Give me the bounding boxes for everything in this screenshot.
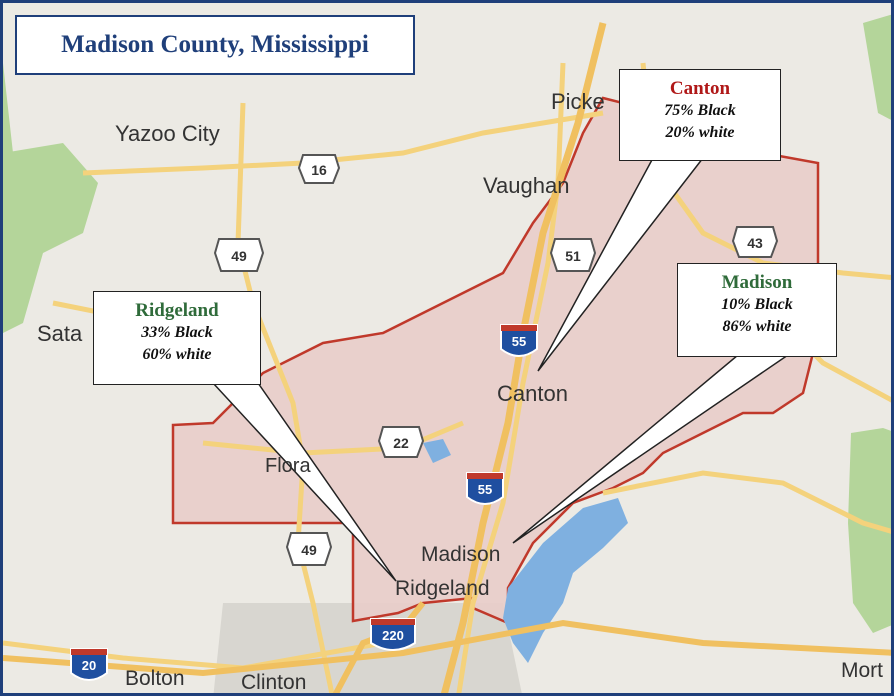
shield-hwy51: 51 <box>549 238 597 272</box>
callout-madison-name: Madison <box>721 272 793 293</box>
svg-text:43: 43 <box>747 235 763 251</box>
svg-text:16: 16 <box>311 162 327 178</box>
callout-madison-black: 10% Black <box>721 296 793 313</box>
map-title-box: Madison County, Mississippi <box>15 15 415 75</box>
shield-hwy49-north: 49 <box>213 238 265 272</box>
callout-canton-white: 20% white <box>665 124 735 141</box>
callout-ridgeland-name: Ridgeland <box>135 300 219 321</box>
interstate-55 <box>440 22 607 693</box>
ross-barnett-reservoir <box>503 498 628 663</box>
svg-text:55: 55 <box>512 334 526 349</box>
shield-i55-south: 55 <box>466 472 504 505</box>
svg-text:55: 55 <box>478 482 492 497</box>
place-label-sata: Sata <box>37 321 83 346</box>
shield-i55-north: 55 <box>500 324 538 357</box>
place-label-madison: Madison <box>421 543 501 566</box>
callout-canton: Canton 75% Black 20% white <box>619 69 781 161</box>
svg-text:22: 22 <box>393 435 409 451</box>
place-label-ridgeland: Ridgeland <box>395 577 490 600</box>
place-label-yazoo-city: Yazoo City <box>115 121 220 146</box>
place-label-pickens: Picke <box>551 89 605 114</box>
shield-hwy43: 43 <box>731 226 779 258</box>
shield-hwy16: 16 <box>297 154 341 184</box>
park-area-east <box>848 428 891 633</box>
place-label-clinton: Clinton <box>241 671 307 694</box>
shield-i20: 20 <box>70 648 108 681</box>
svg-text:20: 20 <box>82 658 96 673</box>
callout-madison-white: 86% white <box>722 318 792 335</box>
svg-text:49: 49 <box>301 542 317 558</box>
place-label-morton: Mort <box>841 659 883 682</box>
callout-ridgeland-black: 33% Black <box>141 324 213 341</box>
callout-ridgeland: Ridgeland 33% Black 60% white <box>93 291 261 385</box>
place-label-vaughan: Vaughan <box>483 173 570 198</box>
park-area-northeast <box>863 14 891 120</box>
place-label-bolton: Bolton <box>125 667 185 690</box>
place-label-flora: Flora <box>265 455 311 477</box>
shield-i220: 220 <box>370 618 416 651</box>
callout-canton-black: 75% Black <box>664 102 736 119</box>
shield-hwy22: 22 <box>377 426 425 458</box>
small-lake <box>423 439 451 463</box>
shield-hwy49-south: 49 <box>285 532 333 566</box>
interstate-20 <box>3 619 891 677</box>
svg-text:51: 51 <box>565 248 581 264</box>
svg-text:220: 220 <box>382 628 404 643</box>
place-label-canton: Canton <box>497 381 568 406</box>
svg-text:49: 49 <box>231 248 247 264</box>
park-area-west <box>3 63 98 333</box>
callout-ridgeland-white: 60% white <box>142 346 212 363</box>
callout-madison: Madison 10% Black 86% white <box>677 263 837 357</box>
callout-canton-name: Canton <box>669 78 731 99</box>
map-title: Madison County, Mississippi <box>61 31 369 58</box>
